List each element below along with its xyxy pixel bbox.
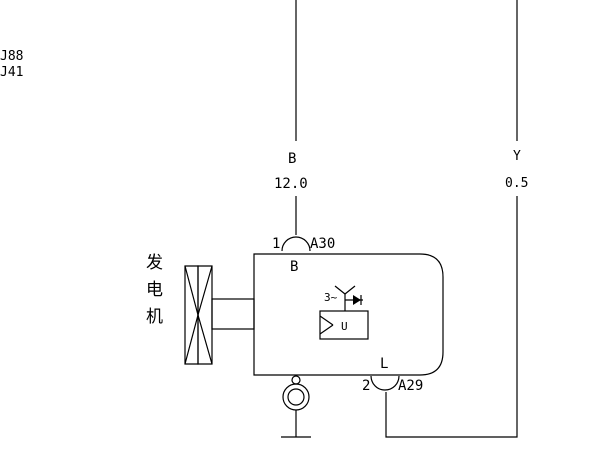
regulator-icon: 3~ U: [319, 285, 369, 340]
side-ref-1: J88: [0, 49, 23, 64]
wire-left-gauge: 12.0: [274, 176, 308, 192]
generator-body: [253, 253, 444, 376]
wire-left-color-code: B: [288, 151, 296, 167]
connector-bottom-symbol: [370, 375, 400, 391]
generator-name-char-2: 电: [146, 280, 163, 300]
connector-top-symbol: [281, 236, 311, 252]
generator-name-char-3: 机: [146, 307, 163, 327]
wire-right-lower: [385, 196, 518, 438]
generator-terminal-b: B: [290, 259, 298, 275]
diode-icon: [353, 295, 361, 305]
connector-top-id: A30: [310, 236, 335, 252]
wire-right-color-code: Y: [513, 149, 521, 164]
connector-top-pin: 1: [272, 236, 280, 252]
ground-icon: [281, 375, 311, 438]
side-ref-2: J41: [0, 65, 23, 80]
generator-name-char-1: 发: [146, 253, 163, 273]
regulator-box-label: U: [341, 320, 348, 333]
generator-terminal-l: L: [380, 356, 388, 372]
connector-bottom-pin: 2: [362, 378, 370, 394]
regulator-phase-label: 3~: [324, 291, 338, 304]
pulley-icon: [184, 265, 213, 365]
connector-bottom-id: A29: [398, 378, 423, 394]
generator-shaft: [211, 298, 255, 330]
wire-right-gauge: 0.5: [505, 176, 528, 191]
